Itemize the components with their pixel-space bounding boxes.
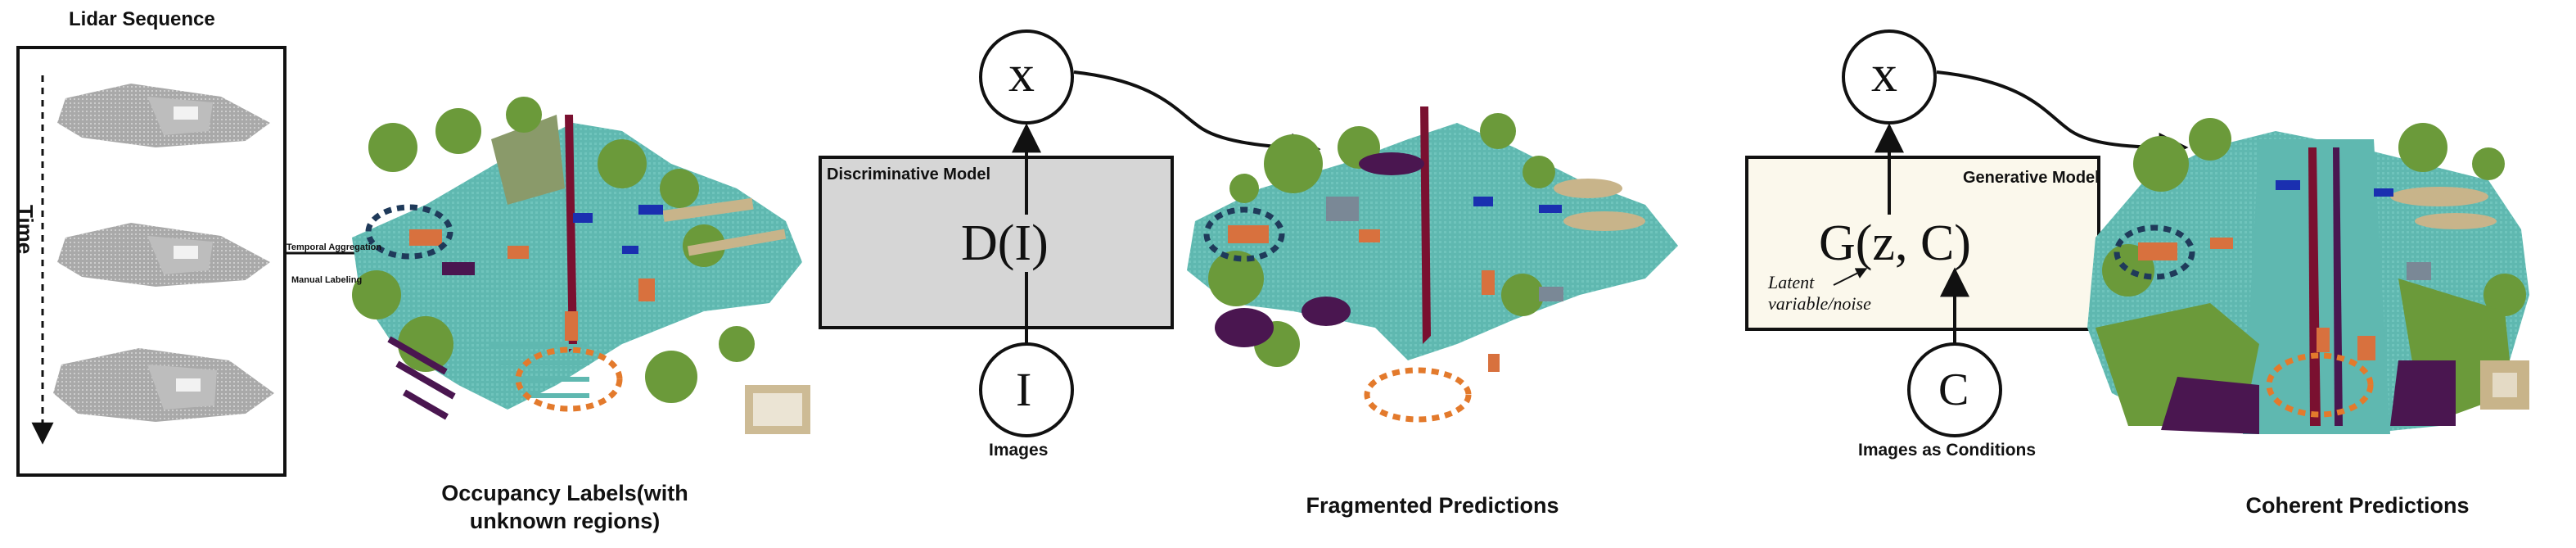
time-label: Time — [13, 205, 38, 255]
aggregation-label: Temporal Aggregation — [286, 242, 382, 252]
manual-labeling-label: Manual Labeling — [291, 275, 363, 285]
lidar-sequence-title: Lidar Sequence — [69, 8, 215, 30]
coherent-caption: Coherent Predictions — [2245, 493, 2470, 518]
x-node-label-discriminative: x — [1008, 44, 1035, 102]
highlight-ellipse-orange — [515, 346, 623, 412]
x-node-generative — [1842, 29, 1937, 125]
occupancy-labels-map — [352, 97, 810, 434]
lidar-sequence-panel — [16, 46, 381, 477]
discriminative-formula: D(I) — [961, 215, 1049, 272]
coherent-highlight-orange — [2266, 352, 2374, 418]
condition-input-label: C — [1938, 365, 1969, 415]
fragmented-highlight-orange — [1364, 367, 1472, 423]
generative-model-box — [1745, 156, 2100, 331]
latent-arrow — [1833, 268, 1868, 286]
latent-note-line1: Latent — [1768, 272, 1815, 292]
discriminative-model-title: Discriminative Model — [827, 165, 991, 183]
images-as-conditions-label: Images as Conditions — [1858, 441, 2037, 460]
generative-panel — [1745, 29, 2189, 437]
image-input-label: I — [1016, 363, 1032, 416]
lidar-scan-2 — [57, 223, 270, 287]
generative-model-title: Generative Model — [1963, 169, 2100, 187]
to-prediction-arrow-2 — [1936, 70, 2189, 162]
lidar-scan-3 — [53, 348, 274, 422]
fragmented-highlight-blue — [1203, 206, 1285, 262]
fragmented-caption: Fragmented Predictions — [1306, 493, 1559, 518]
lidar-scan-1 — [57, 84, 270, 147]
coherent-prediction-map — [2087, 118, 2529, 434]
occupancy-caption-line1: Occupancy Labels(with — [441, 481, 688, 505]
highlight-ellipse-blue — [365, 204, 453, 260]
occupancy-caption-line2: unknown regions) — [469, 509, 661, 533]
occupancy-caption: Occupancy Labels(with unknown regions) — [409, 479, 720, 535]
x-node-discriminative — [979, 29, 1074, 125]
latent-note-line2: variable/noise — [1768, 293, 1871, 314]
latent-note: Latent variable/noise — [1768, 272, 1871, 315]
fragmented-prediction-map — [1187, 106, 1678, 423]
coherent-highlight-blue — [2114, 224, 2195, 280]
generative-formula: G(z, C) — [1819, 215, 1971, 271]
images-label: Images — [989, 441, 1049, 460]
x-node-label-generative: x — [1871, 44, 1897, 102]
